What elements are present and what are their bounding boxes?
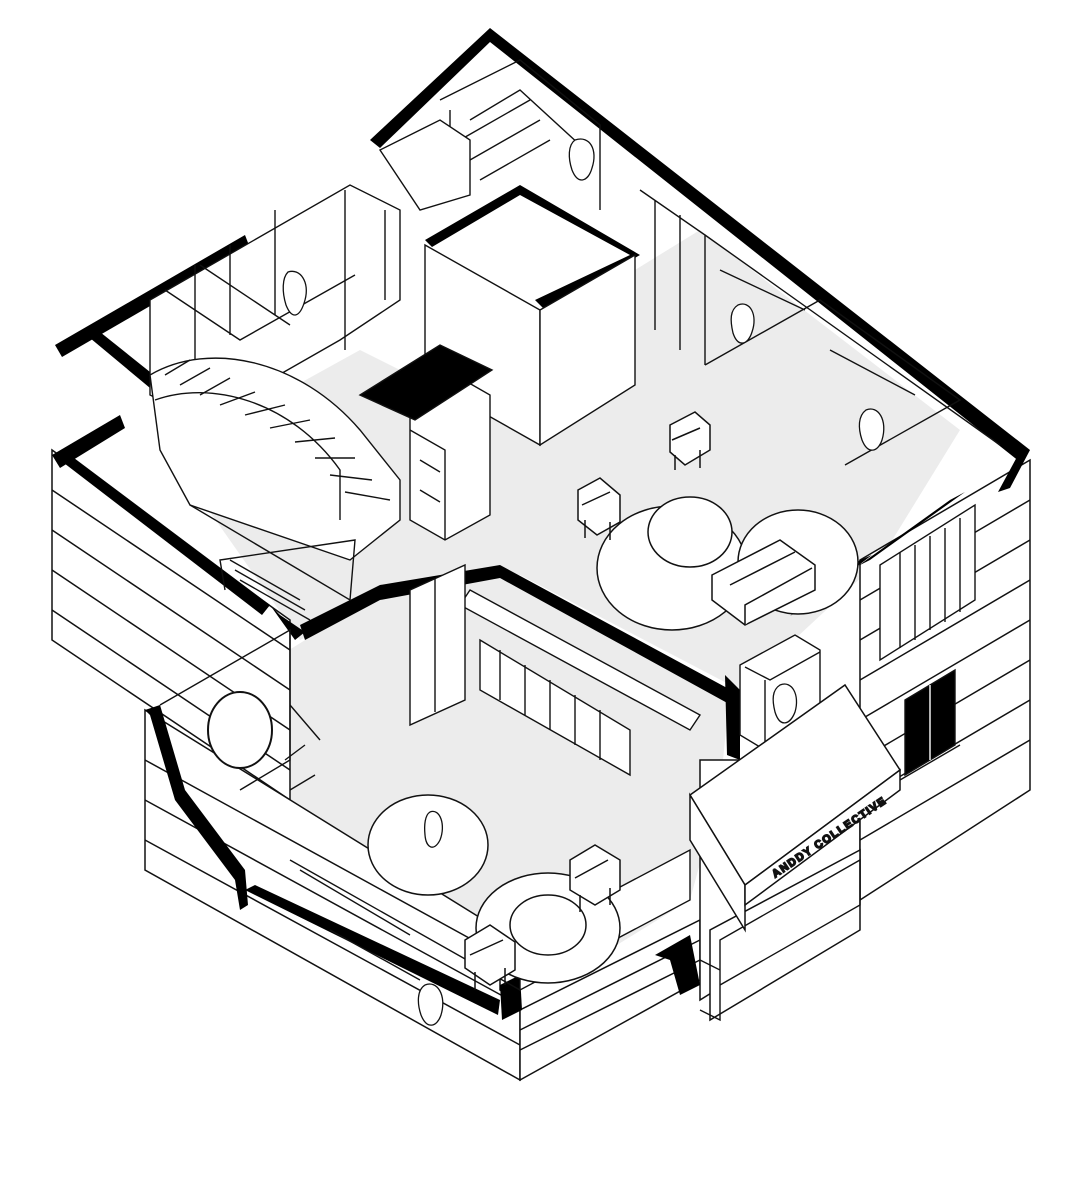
armchairs bbox=[464, 411, 816, 990]
mannequin-1 bbox=[282, 270, 307, 316]
armchair-lounge-2 bbox=[577, 477, 621, 540]
mannequins bbox=[282, 138, 885, 1026]
armchair-lounge-1 bbox=[669, 411, 711, 470]
armchair-showroom-1 bbox=[569, 844, 621, 912]
mannequin-2 bbox=[568, 138, 595, 181]
mannequin-3 bbox=[730, 303, 755, 344]
mannequin-6 bbox=[417, 983, 444, 1026]
mannequin-4 bbox=[858, 408, 885, 451]
showroom-table bbox=[509, 894, 587, 956]
mannequin-5 bbox=[772, 683, 798, 724]
armchair-showroom-2 bbox=[464, 924, 516, 990]
showroom-display-object bbox=[424, 810, 444, 848]
lounge-table bbox=[647, 496, 733, 568]
sofa-lounge bbox=[711, 539, 816, 626]
